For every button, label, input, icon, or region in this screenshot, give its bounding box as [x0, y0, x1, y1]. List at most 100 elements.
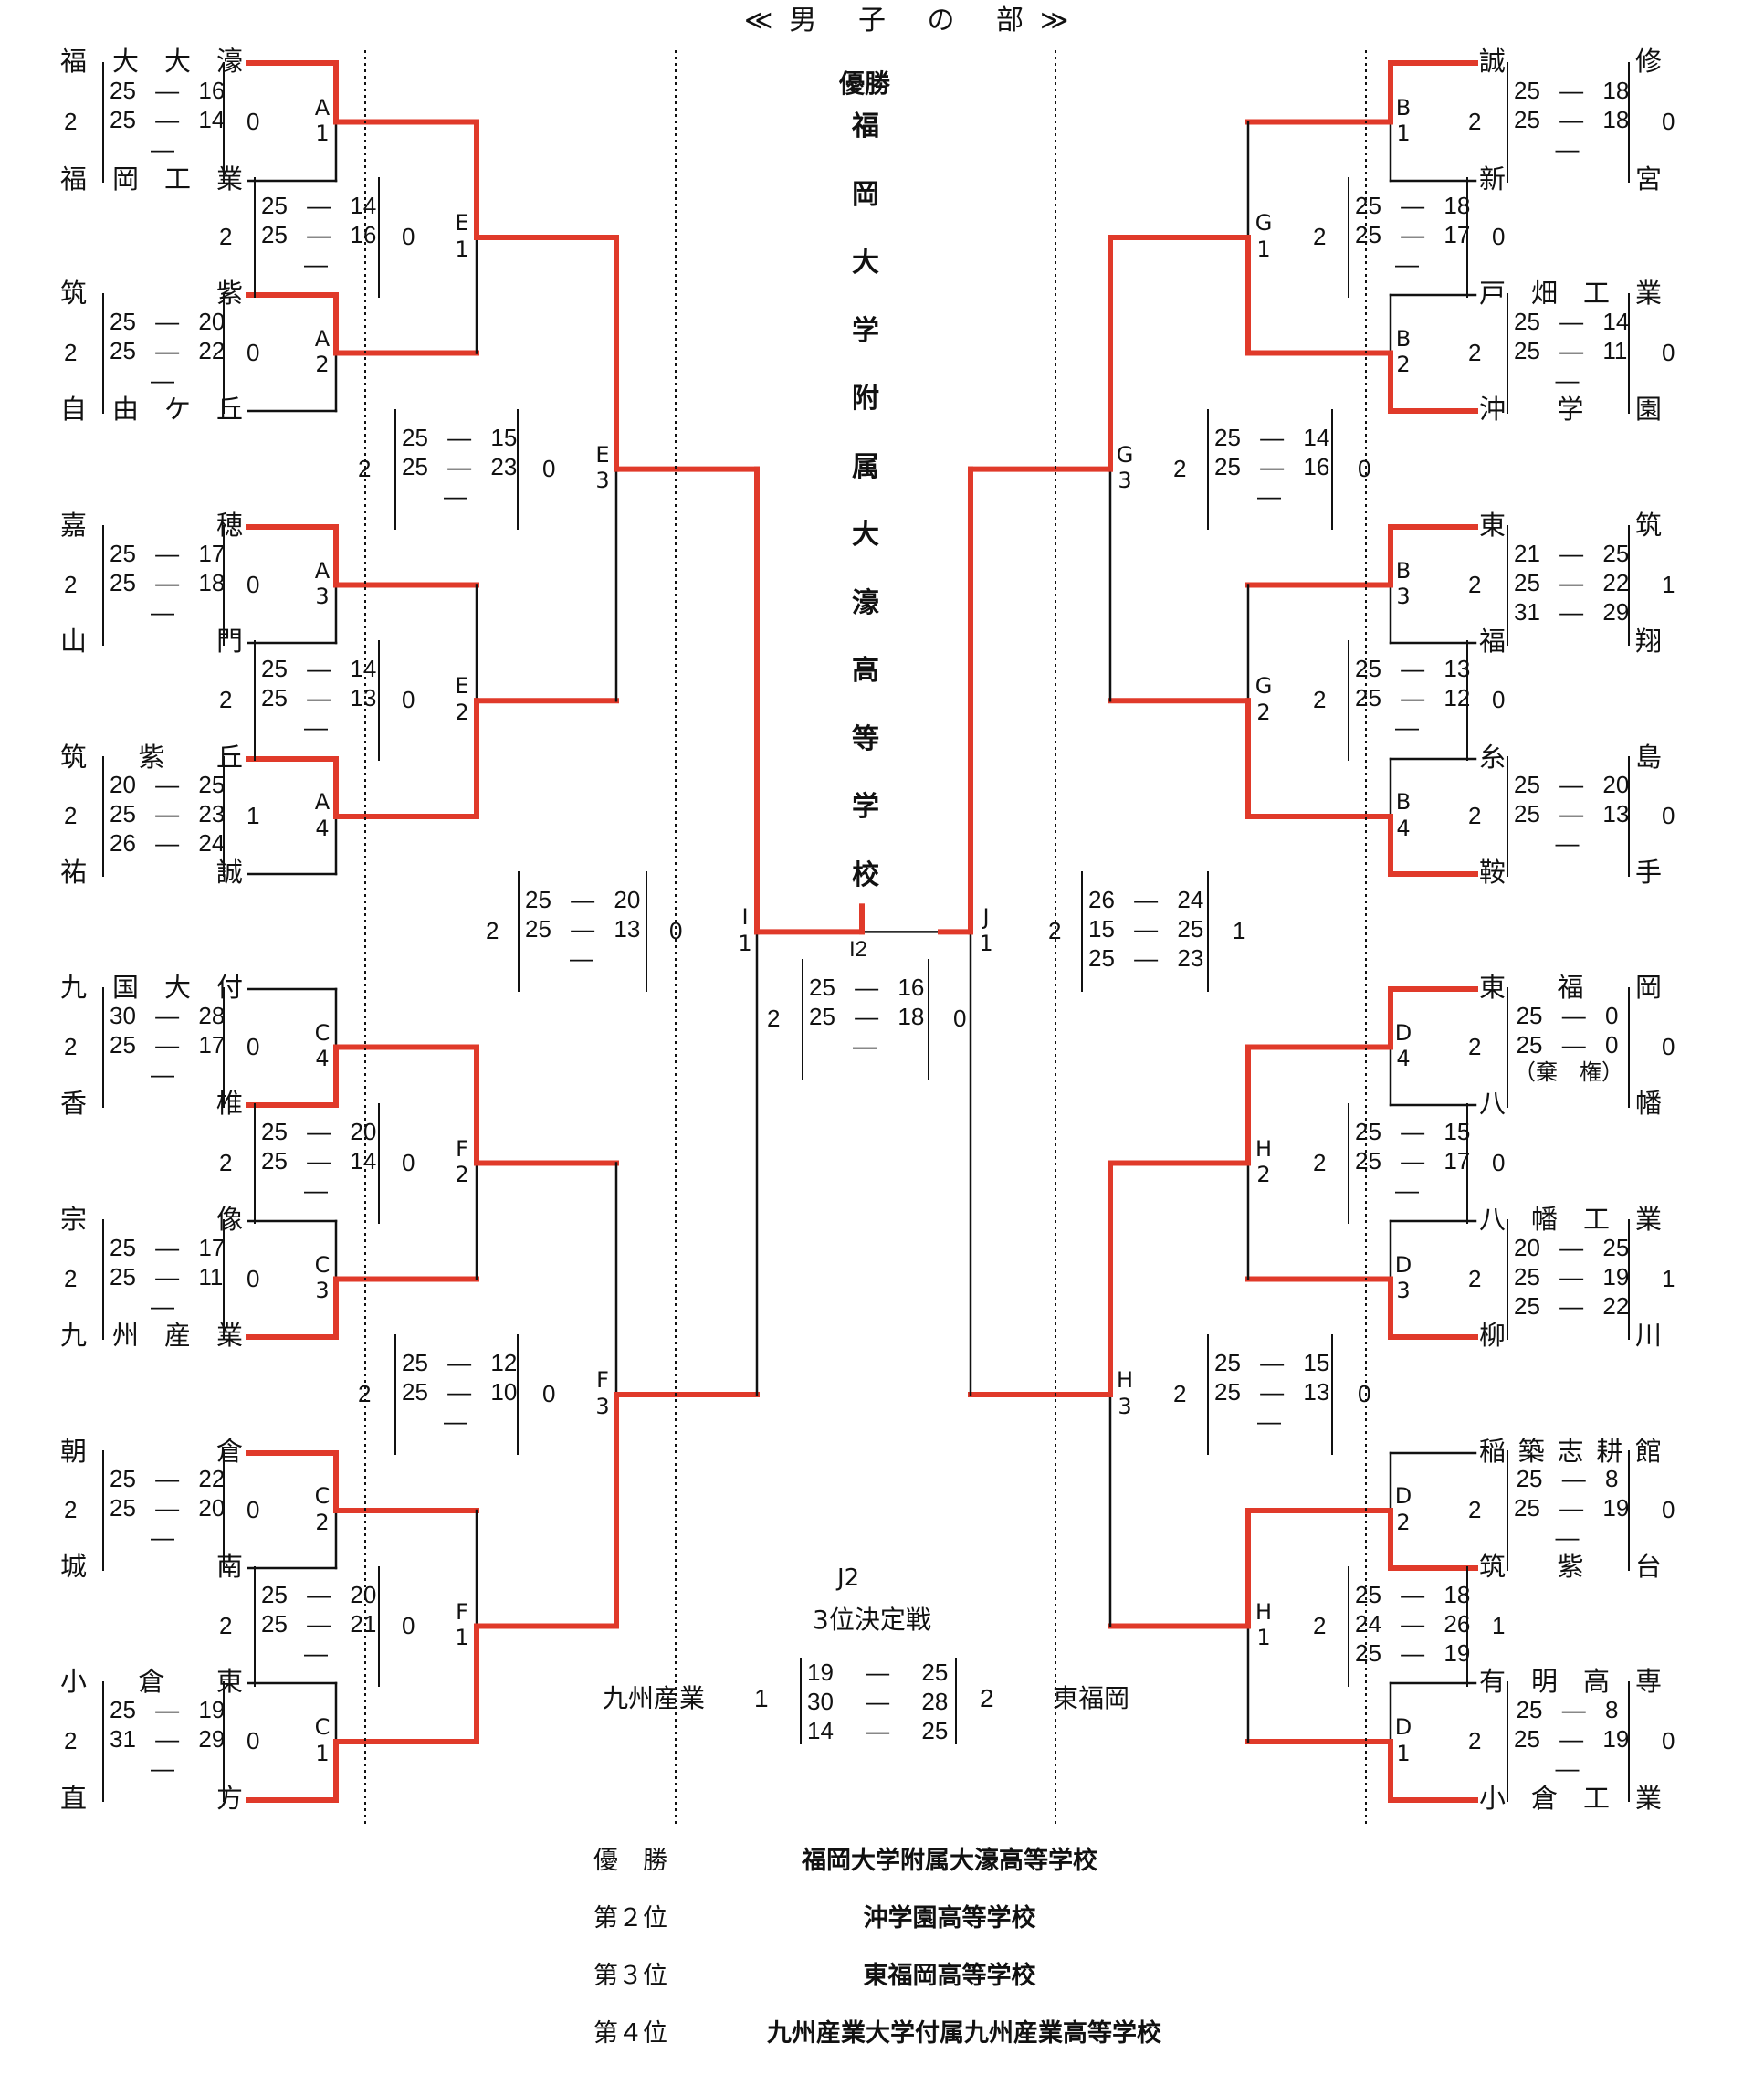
score-bracket-bar	[1507, 756, 1508, 877]
match-D2-loser-sets: 0	[1662, 1496, 1675, 1523]
match-label-char: 4	[1396, 815, 1411, 841]
team-name-left-2: 福岡工業	[60, 166, 243, 193]
team-name-char: 福	[1479, 626, 1507, 657]
match-H1-winner-sets: 2	[1313, 1611, 1327, 1639]
team-name-char: 有	[1479, 1666, 1507, 1697]
match-H2-set-3: —	[1395, 1175, 1419, 1204]
match-label-char: 1	[455, 1625, 469, 1651]
score-bracket-bar	[102, 524, 104, 646]
match-B1-set-3: —	[1555, 134, 1580, 163]
match-label-char: 1	[1256, 236, 1271, 262]
team-name-right-9: 東福岡	[1479, 974, 1662, 1001]
match-J1-set-3: 25 — 23	[1088, 944, 1204, 973]
third-place-bracket-bar	[955, 1658, 957, 1744]
team-name-right-15: 有明高専	[1479, 1669, 1662, 1695]
team-name-char: 紫	[1557, 1551, 1584, 1582]
score-bracket-bar	[1348, 1565, 1349, 1687]
standing-school-2: 沖学園高等学校	[863, 1904, 1036, 1933]
match-D4-winner-sets: 2	[1468, 1032, 1482, 1060]
match-I2-set-1: 25 — 16	[809, 974, 925, 1002]
score-bracket-bar	[378, 177, 380, 298]
match-D1-set-2: 25 — 19	[1514, 1725, 1630, 1753]
team-name-left-6: 山門	[60, 628, 243, 655]
team-name-char: 椎	[215, 1088, 243, 1119]
match-A3-set-1: 25 — 17	[110, 539, 226, 567]
score-bracket-bar	[254, 177, 256, 298]
score-bracket-bar	[223, 292, 225, 414]
score-bracket-bar	[928, 959, 929, 1080]
team-name-char: 学	[1557, 394, 1584, 425]
match-A3-winner-sets: 2	[64, 570, 78, 598]
team-name-char: 筑	[1634, 510, 1662, 541]
match-C2-set-3: —	[151, 1523, 174, 1551]
match-B3-set-1: 21 — 25	[1514, 539, 1630, 567]
match-label-char: C	[314, 1483, 331, 1509]
match-I1-set-3: —	[570, 944, 593, 973]
match-B2-set-2: 25 — 11	[1514, 336, 1628, 364]
team-name-char: 業	[1634, 1204, 1662, 1235]
score-bracket-bar	[1466, 1565, 1468, 1687]
score-bracket-bar	[1331, 408, 1333, 530]
match-C2-loser-sets: 0	[247, 1496, 260, 1523]
third-place-right-sets: 2	[980, 1684, 994, 1712]
team-name-left-12: 九州産業	[60, 1322, 243, 1349]
team-name-left-15: 小倉東	[60, 1669, 243, 1695]
match-label-char: 2	[1396, 352, 1411, 378]
team-name-char: 紫	[138, 742, 165, 773]
match-C3-winner-sets: 2	[64, 1264, 78, 1292]
match-B3-loser-sets: 1	[1662, 570, 1675, 598]
team-name-char: 幡	[1634, 1088, 1662, 1119]
score-bracket-bar	[1628, 524, 1630, 646]
team-name-char: 福	[60, 163, 88, 195]
match-F3-winner-sets: 2	[358, 1380, 372, 1407]
match-D3-loser-sets: 1	[1662, 1264, 1675, 1292]
match-label-char: 3	[595, 1393, 610, 1419]
match-D2-set-3: —	[1555, 1523, 1580, 1551]
champion-name-char: 属	[852, 450, 879, 483]
match-label-char: 4	[1396, 1046, 1411, 1072]
match-B2-set-1: 25 — 14	[1514, 307, 1630, 335]
team-name-char: 紫	[215, 278, 243, 309]
match-G1-set-1: 25 — 18	[1355, 192, 1471, 219]
champion-name-char: 附	[852, 383, 879, 415]
match-A2-loser-sets: 0	[247, 338, 260, 366]
match-J1-winner-sets: 2	[1048, 917, 1062, 945]
match-E2-winner-sets: 2	[219, 686, 233, 714]
team-name-char: 耕	[1596, 1436, 1623, 1467]
team-name-char: 誠	[215, 857, 243, 888]
match-label-char: E	[455, 673, 469, 700]
match-A2-winner-sets: 2	[64, 338, 78, 366]
match-label-char: 3	[1118, 1393, 1132, 1419]
match-label-char: 1	[979, 931, 993, 957]
match-G3-winner-sets: 2	[1173, 454, 1187, 482]
match-H2-winner-sets: 2	[1313, 1148, 1327, 1176]
team-name-char: 翔	[1634, 626, 1662, 657]
score-bracket-bar	[223, 61, 225, 183]
match-label-char: 3	[315, 1278, 330, 1304]
team-name-left-10: 香椎	[60, 1090, 243, 1117]
score-bracket-bar	[1507, 1450, 1508, 1571]
match-C3-set-2: 25 — 11	[110, 1262, 224, 1290]
match-label-char: H	[1116, 1367, 1134, 1393]
team-name-char: 九	[60, 972, 88, 1003]
team-name-char: 新	[1479, 163, 1507, 195]
team-name-char: 福	[1557, 972, 1584, 1003]
team-name-char: 高	[1582, 1666, 1610, 1697]
match-B2-winner-sets: 2	[1468, 338, 1482, 366]
team-name-char: 川	[1634, 1320, 1662, 1351]
match-B3-set-3: 31 — 29	[1514, 597, 1630, 626]
match-J1-loser-sets: 1	[1233, 917, 1246, 945]
match-label-char: F	[596, 1367, 609, 1393]
match-C2-winner-sets: 2	[64, 1496, 78, 1523]
match-B1-loser-sets: 0	[1662, 107, 1675, 135]
match-B4-set-1: 25 — 20	[1514, 771, 1630, 798]
champion-name-char: 濠	[852, 586, 879, 619]
team-name-char: 産	[163, 1320, 191, 1351]
